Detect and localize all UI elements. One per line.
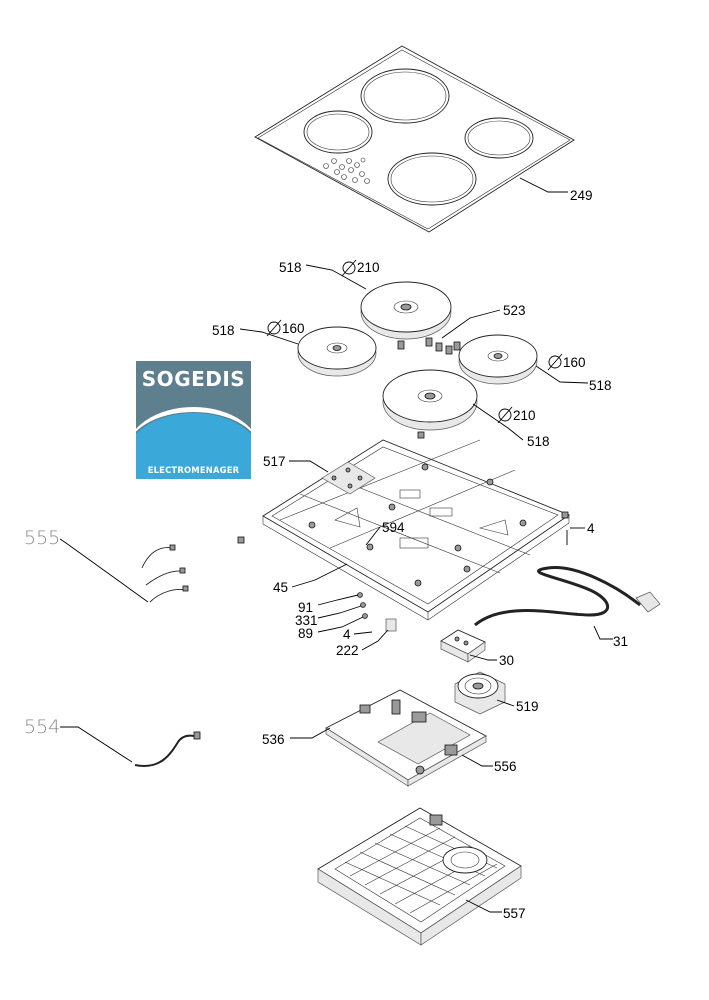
heating-element-front	[382, 369, 478, 431]
label-89: 89	[298, 626, 313, 641]
label-536: 536	[262, 732, 285, 747]
label-45: 45	[273, 580, 288, 595]
label-523: 523	[503, 303, 526, 318]
size-160-right: 160	[563, 355, 586, 370]
diameter-symbol	[547, 353, 563, 371]
chassis-frame	[262, 439, 570, 621]
label-556: 556	[494, 759, 517, 774]
diameter-symbol	[266, 319, 282, 337]
heating-element-tl	[360, 281, 452, 340]
terminal-connectors-523	[397, 337, 461, 355]
size-210-front: 210	[513, 408, 536, 423]
size-210-tl: 210	[357, 260, 380, 275]
label-518-right: 518	[589, 378, 612, 393]
label-4b: 4	[343, 627, 351, 642]
label-31: 31	[613, 634, 628, 649]
label-518-front: 518	[527, 434, 550, 449]
power-cable	[474, 566, 661, 627]
clip-222	[385, 618, 397, 632]
terminal-block	[440, 629, 486, 663]
wire-set-555	[141, 544, 189, 603]
brand-name: SOGEDIS	[141, 367, 246, 391]
bottom-housing	[317, 807, 522, 946]
screw-4a	[561, 511, 569, 545]
label-518-left: 518	[212, 323, 235, 338]
brand-logo: SOGEDIS ELECTROMENAGER	[136, 361, 251, 479]
small-clips	[237, 431, 425, 544]
fasteners-91-331-89	[357, 592, 368, 619]
diameter-symbol	[341, 259, 357, 277]
heating-element-left	[297, 326, 377, 377]
size-160-left: 160	[282, 321, 305, 336]
cooling-fan	[454, 671, 506, 715]
label-249: 249	[570, 188, 593, 203]
glass-ceramic-top	[254, 45, 575, 233]
control-board	[325, 689, 487, 787]
label-555: 555	[24, 527, 60, 549]
label-331: 331	[295, 613, 318, 628]
label-4a: 4	[587, 521, 595, 536]
label-517: 517	[263, 454, 286, 469]
bracket-517	[321, 461, 376, 495]
label-222: 222	[336, 643, 359, 658]
touch-controls	[323, 157, 370, 184]
label-519: 519	[516, 699, 539, 714]
label-594: 594	[382, 520, 405, 535]
label-30: 30	[499, 653, 514, 668]
diameter-symbol	[497, 406, 513, 424]
label-554: 554	[24, 716, 60, 738]
label-518-tl: 518	[279, 260, 302, 275]
heating-element-right	[458, 334, 538, 385]
label-91: 91	[298, 600, 313, 615]
label-557: 557	[503, 906, 526, 921]
brand-tagline: ELECTROMENAGER	[147, 465, 240, 475]
wire-554	[134, 731, 201, 767]
